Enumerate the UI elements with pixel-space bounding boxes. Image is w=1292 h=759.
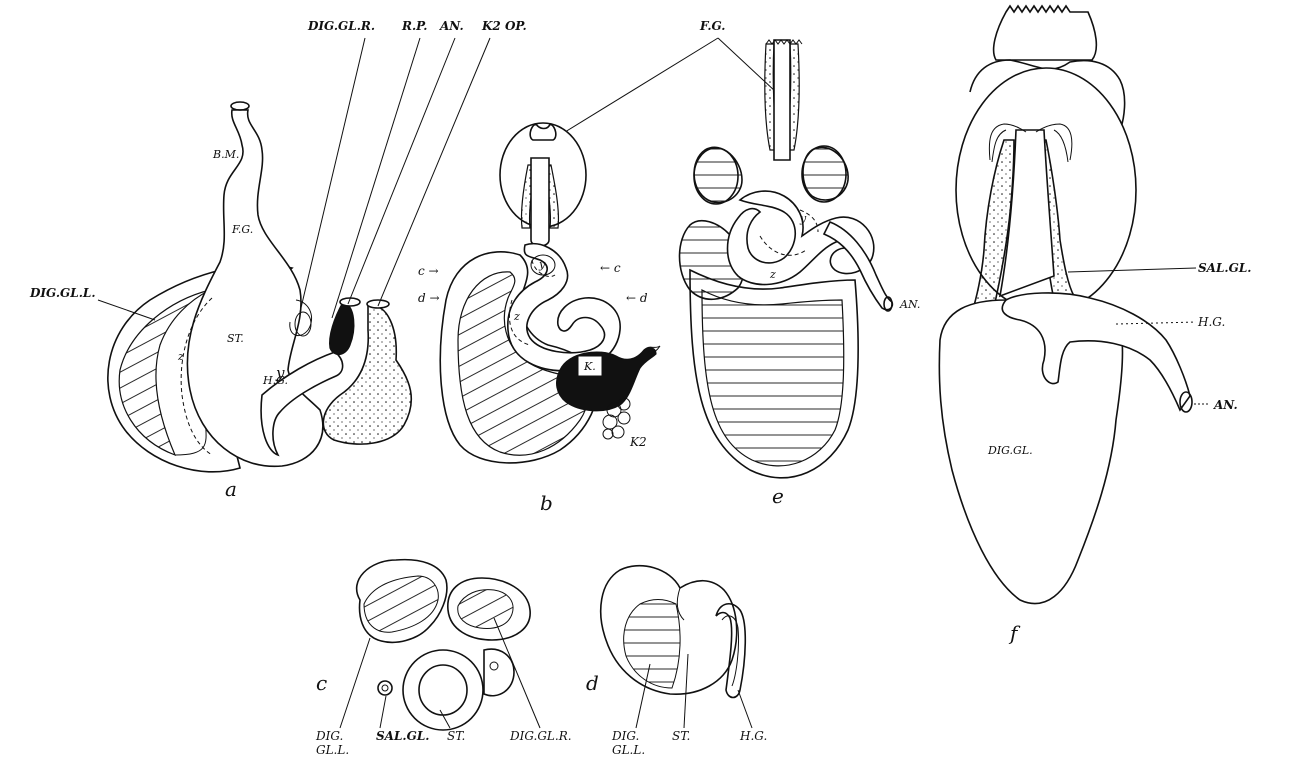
label-a-bm: B.M. [212,148,239,161]
figure-letter-d: d [586,671,599,695]
label-sec-c-diggl-r: DIG.GL.R. [509,729,572,743]
section-c-stomach [403,650,483,730]
figure-letter-c: c [316,671,327,695]
label-f-diggl: DIG.GL. [987,444,1033,457]
section-d: DIG. GL.L. ST. H.G. d [586,566,767,757]
label-b-k: K. [583,360,596,373]
label-sec-c-st: ST. [447,729,465,743]
section-c: DIG. GL.L. SAL.GL. ST. DIG.GL.R. c [315,560,572,757]
figure-e: y z AN. e [680,40,921,508]
figure-a: B.M. F.G. ST. H.G. y z DIG.GL.L. a [29,102,411,501]
label-b-d-right: ← d [626,291,648,305]
kidney-k [557,348,656,411]
label-f-hg: H.G. [1197,315,1225,329]
figure-letter-a: a [225,477,237,501]
label-a-dig-gl-l: DIG.GL.L. [29,286,96,300]
label-top-dig-gl-r: DIG.GL.R. [307,19,375,33]
label-e-y: y [799,212,807,225]
label-sec-c-salgl: SAL.GL. [376,729,429,743]
label-a-fg: F.G. [231,223,253,236]
label-b-d-left: d → [418,291,440,305]
label-b-c-right: ← c [600,261,621,275]
label-a-y: y [275,364,285,382]
label-e-an: AN. [899,298,920,311]
label-sec-d-hg: H.G. [739,729,767,743]
label-sec-d-st: ST. [672,729,690,743]
figure-letter-b: b [540,491,553,515]
buccal-top-f [994,6,1097,60]
figure-letter-f: f [1008,621,1021,645]
label-a-st: ST. [227,332,244,345]
label-sec-d-dig1: DIG. [611,729,639,743]
label-a-z: z [177,350,184,363]
label-top-an: AN. [439,19,464,33]
figure-f: SAL.GL. H.G. AN. DIG.GL. f [939,6,1251,645]
label-e-z: z [769,268,776,281]
figure-b: c → d → ← c ← d K. K2 y z b [418,123,660,515]
label-f-an: AN. [1213,398,1238,412]
label-top-fg: F.G. [699,19,726,33]
label-sec-c-dig2: GL.L. [316,743,349,757]
label-sec-c-dig1: DIG. [315,729,343,743]
label-b-k2: K2 [629,435,647,449]
figure-letter-e: e [772,484,784,508]
stomach [187,110,322,466]
label-top-rp: R.P. [401,19,427,33]
label-f-salgl: SAL.GL. [1198,261,1251,275]
label-b-c-left: c → [418,264,439,278]
label-b-z: z [513,310,520,323]
label-b-y: y [538,258,546,271]
label-sec-d-dig2: GL.L. [612,743,645,757]
rectal-part [330,302,354,354]
label-top-k2op: K2 OP. [481,19,527,33]
